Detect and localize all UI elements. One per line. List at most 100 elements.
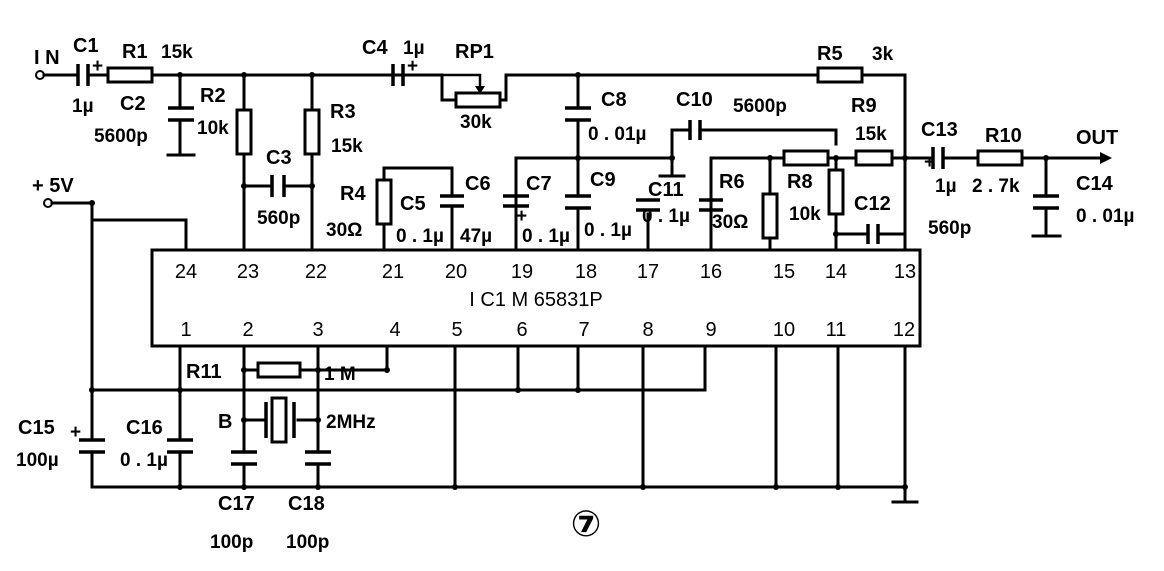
r3-ref: R3 xyxy=(330,101,356,123)
c17-ref: C17 xyxy=(218,493,255,515)
r5-value: 3k xyxy=(872,44,894,65)
c18-ref: C18 xyxy=(288,493,325,515)
c15-ref: C15 xyxy=(18,417,55,439)
supply-label: + 5V xyxy=(32,175,74,197)
pin-2: 2 xyxy=(242,319,253,341)
c11-ref: C11 xyxy=(648,179,684,201)
pin-6: 6 xyxy=(516,319,527,341)
r1-value: 15k xyxy=(161,42,193,63)
pin-10: 10 xyxy=(773,319,795,341)
c12-ref: C12 xyxy=(854,193,891,215)
c11-value: 0 . 1µ xyxy=(642,206,690,227)
pin-8: 8 xyxy=(642,319,653,341)
pin-21: 21 xyxy=(382,261,404,283)
svg-text:+: + xyxy=(407,56,418,77)
pin-24: 24 xyxy=(175,261,197,283)
c2-value: 5600p xyxy=(94,126,148,147)
c10-ref: C10 xyxy=(676,89,713,111)
r8-ref: R8 xyxy=(787,171,813,193)
c4-value: 1µ xyxy=(403,38,425,59)
resistor-r1 xyxy=(106,66,154,84)
r6-ref: R6 xyxy=(719,171,745,193)
resistor-r4 xyxy=(375,178,393,226)
c15-value: 100µ xyxy=(16,450,59,471)
svg-text:+: + xyxy=(92,56,103,77)
c1-ref: C1 xyxy=(73,35,99,57)
svg-text:+: + xyxy=(70,422,81,443)
c8-ref: C8 xyxy=(601,89,627,111)
r10-value: 2 . 7k xyxy=(972,176,1020,197)
r11-value: 1 M xyxy=(324,364,356,385)
r2-ref: R2 xyxy=(200,85,226,107)
c7-ref: C7 xyxy=(526,173,552,195)
r2-value: 10k xyxy=(197,118,229,139)
r6-value: 30Ω xyxy=(712,212,748,233)
c3-value: 560p xyxy=(257,208,300,229)
pin-5: 5 xyxy=(451,319,462,341)
c13-ref: C13 xyxy=(921,119,958,141)
pin-1: 1 xyxy=(180,319,191,341)
resistor-r5 xyxy=(816,66,864,84)
c9-ref: C9 xyxy=(590,169,616,191)
pin-17: 17 xyxy=(637,261,659,283)
resistor-r3 xyxy=(303,108,321,156)
rp1-value: 30k xyxy=(460,112,492,133)
r4-ref: R4 xyxy=(340,183,366,205)
r1-ref: R1 xyxy=(122,41,148,63)
svg-text:+: + xyxy=(516,206,527,227)
supply-section: + 5V + C15 100µ C16 0 . 1µ R11 1 M xyxy=(16,175,919,553)
c1-value: 1µ xyxy=(72,96,94,117)
output-section: + C13 1µ R10 2 . 7k C14 0 . 01µ OUT xyxy=(903,119,1134,238)
c7-value: 0 . 1µ xyxy=(522,226,570,247)
c14-value: 0 . 01µ xyxy=(1076,206,1134,227)
c16-value: 0 . 1µ xyxy=(120,450,168,471)
resistor-r9 xyxy=(854,149,894,167)
potentiometer-rp1 xyxy=(454,91,502,109)
rp1-section: RP1 30k C8 0 . 01µ R5 3k xyxy=(440,41,907,252)
resistor-r8 xyxy=(782,149,830,167)
pin-12: 12 xyxy=(893,319,915,341)
pin-20: 20 xyxy=(445,261,467,283)
filter-section: R4 30Ω C5 0 . 1µ C6 47µ + C7 0 . 1µ C9 0… xyxy=(326,89,971,252)
pin-11: 11 xyxy=(826,319,847,341)
output-label: OUT xyxy=(1076,127,1118,149)
r8-value: 10k xyxy=(789,204,821,225)
output-arrow-icon xyxy=(1100,152,1112,164)
c12-value: 560p xyxy=(928,218,971,239)
pin-19: 19 xyxy=(511,261,533,283)
resistor-r2 xyxy=(235,108,253,156)
pin-23: 23 xyxy=(237,261,259,283)
resistor-pin14 xyxy=(827,168,845,216)
ic-label: I C1 M 65831P xyxy=(469,289,602,311)
pin-4: 4 xyxy=(389,319,400,341)
pin-18: 18 xyxy=(575,261,597,283)
c3-ref: C3 xyxy=(266,147,292,169)
capacitor-c1: + xyxy=(76,56,103,86)
c5-value: 0 . 1µ xyxy=(396,226,444,247)
c8-value: 0 . 01µ xyxy=(588,124,646,145)
c6-value: 47µ xyxy=(460,226,492,247)
ic-bottom-pins: 1 2 3 4 5 6 7 8 9 10 11 12 xyxy=(180,319,915,341)
c4-ref: C4 xyxy=(362,37,388,59)
figure-number: ⑦ xyxy=(571,503,601,544)
pin-3: 3 xyxy=(312,319,323,341)
crystal-b xyxy=(270,396,288,444)
pin-22: 22 xyxy=(305,261,327,283)
resistor-r11 xyxy=(256,361,302,379)
c17-value: 100p xyxy=(210,532,253,553)
r11-ref: R11 xyxy=(186,361,222,383)
rp1-ref: RP1 xyxy=(455,41,494,63)
pin-13: 13 xyxy=(894,261,916,283)
crystal-ref: B xyxy=(218,411,232,433)
r5-ref: R5 xyxy=(817,43,843,65)
ic-top-pins: 24 23 22 21 20 19 18 17 16 15 14 13 xyxy=(175,261,916,283)
svg-text:+: + xyxy=(924,152,935,173)
c6-ref: C6 xyxy=(465,173,491,195)
r4-value: 30Ω xyxy=(326,220,362,241)
c16-ref: C16 xyxy=(126,417,163,439)
c5-ref: C5 xyxy=(400,193,426,215)
ic-body xyxy=(150,248,922,348)
r3-value: 15k xyxy=(331,136,363,157)
c10-value: 5600p xyxy=(733,96,787,117)
